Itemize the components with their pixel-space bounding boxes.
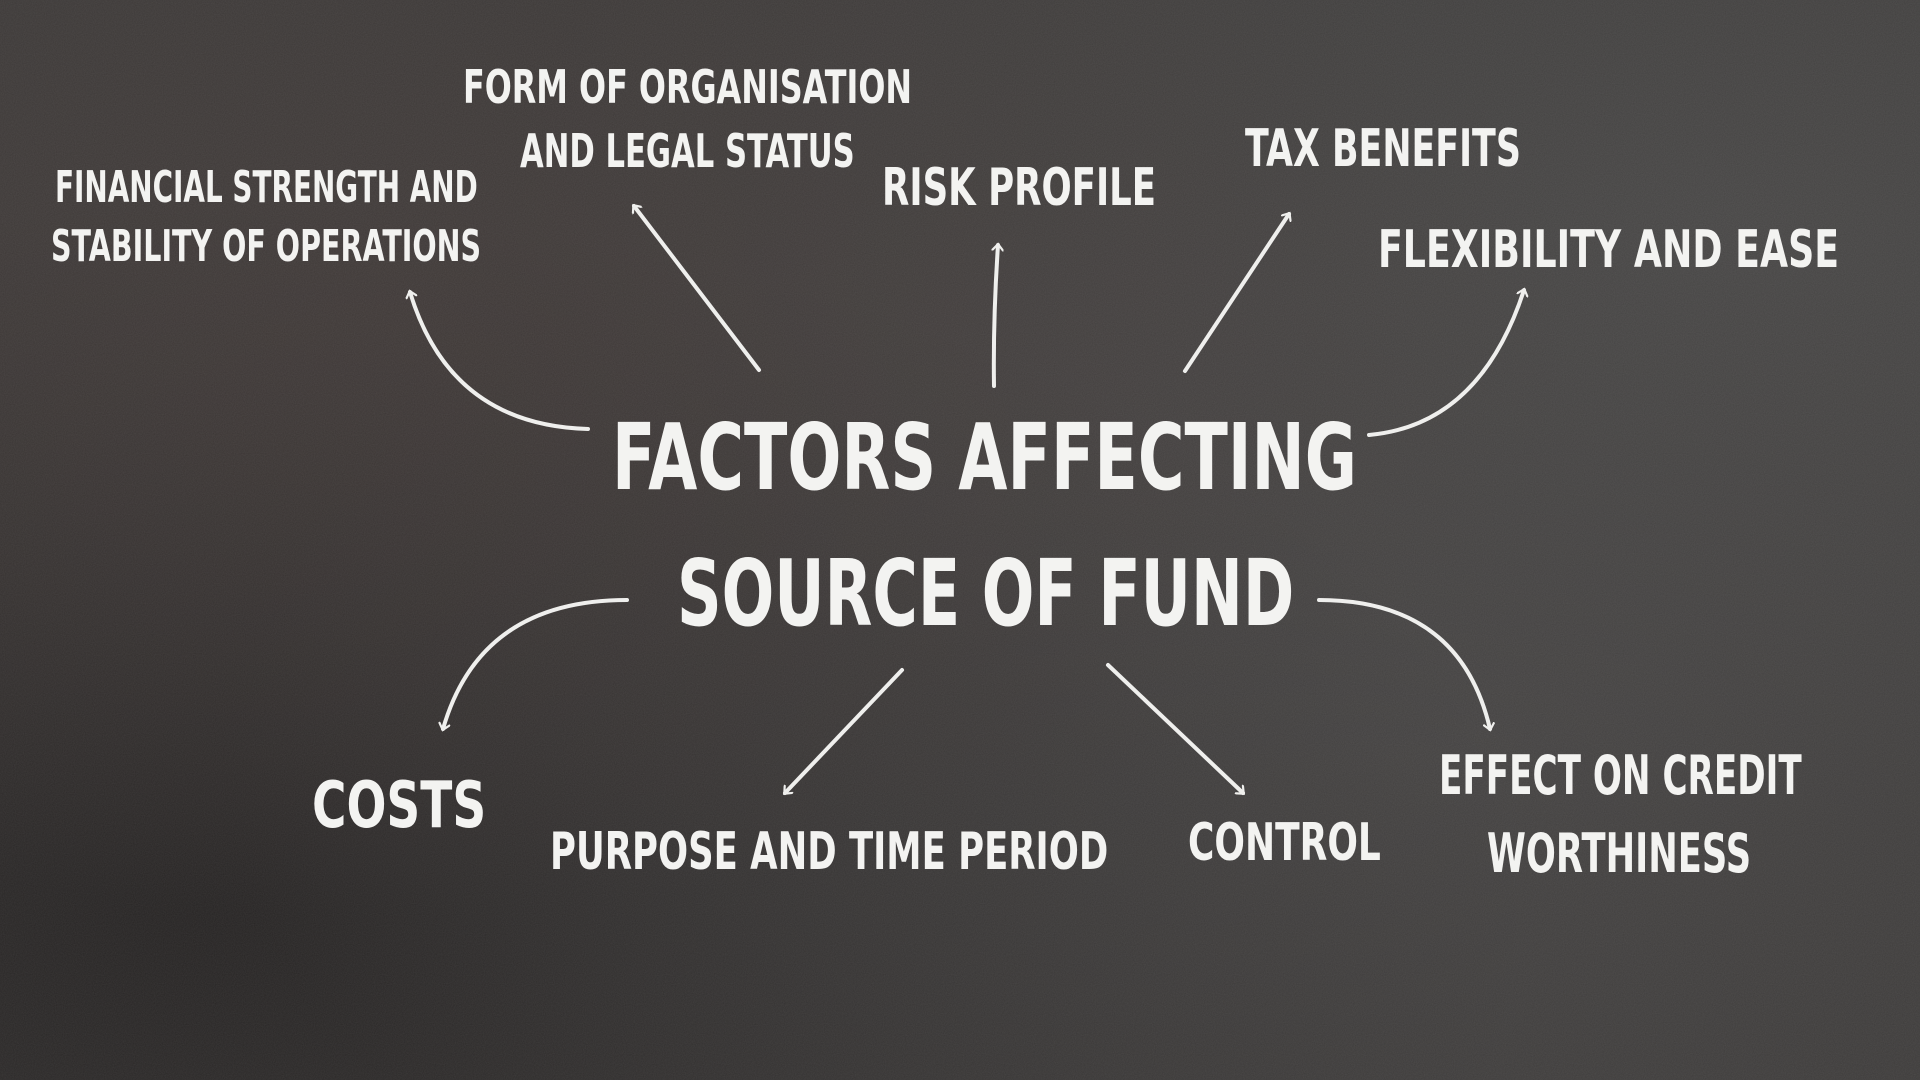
factor-form-of-organisation-line-1: FORM OF ORGANISATION xyxy=(463,60,913,114)
factor-credit-worthiness-line-1: EFFECT ON CREDIT xyxy=(1439,744,1802,807)
arrow-to-tax-benefits xyxy=(1183,214,1289,373)
title-line-1: FACTORS AFFECTING xyxy=(612,404,1357,511)
arrow-to-costs xyxy=(443,598,629,729)
arrow-to-form-of-organisation xyxy=(634,206,761,372)
factor-financial-strength-line-1: FINANCIAL STRENGTH AND xyxy=(55,162,478,213)
factor-credit-worthiness-line-2: WORTHINESS xyxy=(1487,822,1752,885)
arrow-to-flexibility xyxy=(1367,290,1524,437)
arrow-to-financial-strength xyxy=(410,292,590,431)
factor-risk-profile: RISK PROFILE xyxy=(882,158,1157,218)
factor-control: CONTROL xyxy=(1188,813,1381,873)
arrow-to-credit-worthiness xyxy=(1317,598,1490,729)
factor-financial-strength-line-2: STABILITY OF OPERATIONS xyxy=(51,221,482,272)
arrow-to-risk-profile xyxy=(994,245,998,388)
arrow-to-control xyxy=(1106,663,1245,795)
factor-form-of-organisation-line-2: AND LEGAL STATUS xyxy=(520,124,855,178)
factor-tax-benefits: TAX BENEFITS xyxy=(1245,119,1521,179)
factor-flexibility-and-ease: FLEXIBILITY AND EASE xyxy=(1378,220,1840,280)
title-line-2: SOURCE OF FUND xyxy=(677,540,1295,647)
factor-costs: COSTS xyxy=(312,769,487,843)
arrow-to-purpose xyxy=(783,668,904,795)
factor-purpose-and-time-period: PURPOSE AND TIME PERIOD xyxy=(550,822,1109,882)
